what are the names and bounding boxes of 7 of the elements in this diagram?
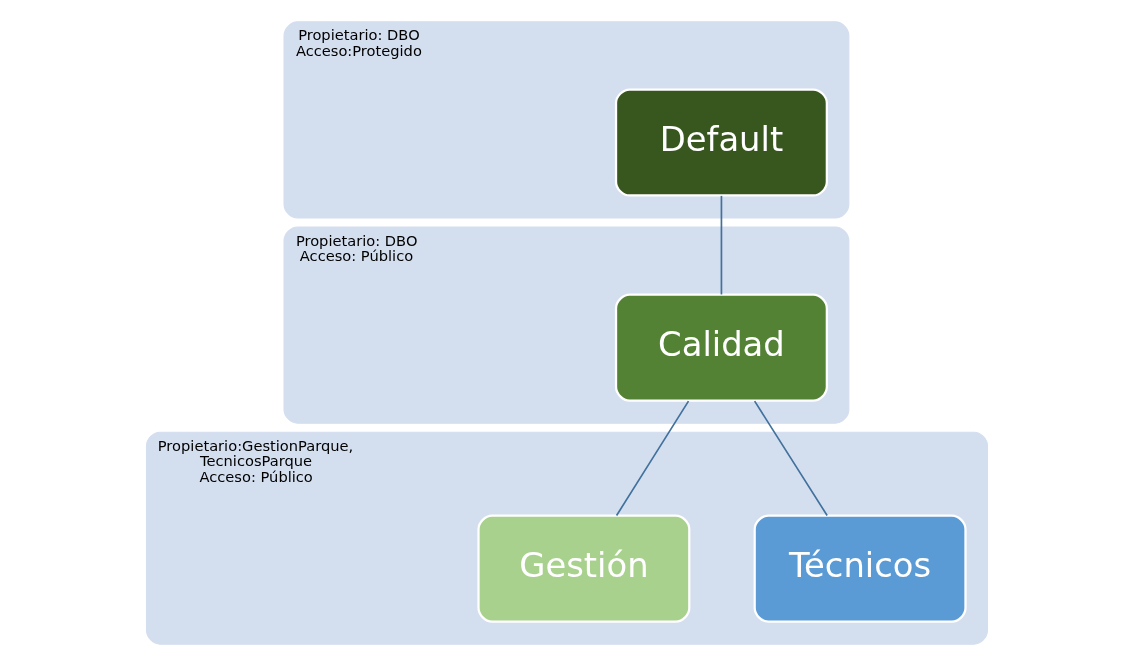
node-box: Gestión	[477, 514, 691, 623]
connector	[720, 195, 723, 296]
node-box: Default	[614, 88, 828, 197]
node-box: Técnicos	[753, 514, 967, 623]
connector	[615, 400, 690, 517]
connector	[753, 400, 828, 517]
node-box: Calidad	[614, 293, 828, 402]
